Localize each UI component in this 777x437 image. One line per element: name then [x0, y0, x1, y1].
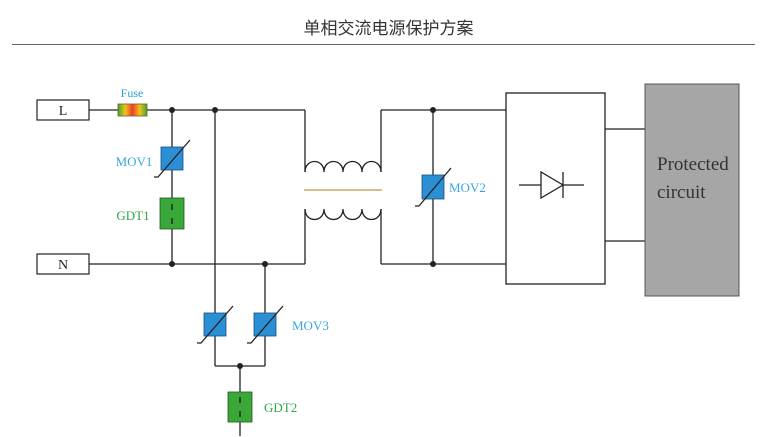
diode-triangle — [540, 170, 565, 200]
protected-circuit-label-line1: Protected — [657, 154, 729, 175]
mov2-label: MOV2 — [449, 180, 486, 195]
protected-circuit-block — [644, 83, 740, 297]
primary-winding — [304, 160, 382, 173]
terminal-l-box — [36, 99, 90, 121]
terminal-n-box — [36, 253, 90, 275]
secondary-winding — [304, 208, 382, 221]
junction-dot — [212, 107, 218, 113]
mov1-symbol — [154, 139, 191, 178]
mov3-right-symbol — [247, 305, 284, 344]
protected-circuit-label-line2: circuit — [657, 182, 706, 203]
terminal-n-label: N — [58, 258, 68, 273]
junction-dot — [430, 107, 436, 113]
junction-dot — [169, 261, 175, 267]
junction-dot — [430, 261, 436, 267]
fuse-label: Fuse — [121, 86, 144, 100]
gdt1-label: GDT1 — [116, 208, 149, 223]
fuse-body — [117, 103, 148, 117]
gdt2-label: GDT2 — [264, 400, 297, 415]
mov3-left-symbol — [197, 305, 234, 344]
mov2-symbol — [415, 167, 452, 207]
junction-dot — [237, 363, 243, 369]
gdt1-symbol — [159, 197, 185, 230]
mov1-label: MOV1 — [116, 154, 153, 169]
title-divider — [12, 44, 755, 45]
mov3-label: MOV3 — [292, 318, 329, 333]
junction-dot — [169, 107, 175, 113]
rectifier-block — [505, 92, 606, 285]
page-title: 单相交流电源保护方案 — [303, 19, 474, 39]
terminal-l-label: L — [59, 104, 68, 119]
junction-dot — [262, 261, 268, 267]
gdt2-symbol — [227, 391, 253, 423]
